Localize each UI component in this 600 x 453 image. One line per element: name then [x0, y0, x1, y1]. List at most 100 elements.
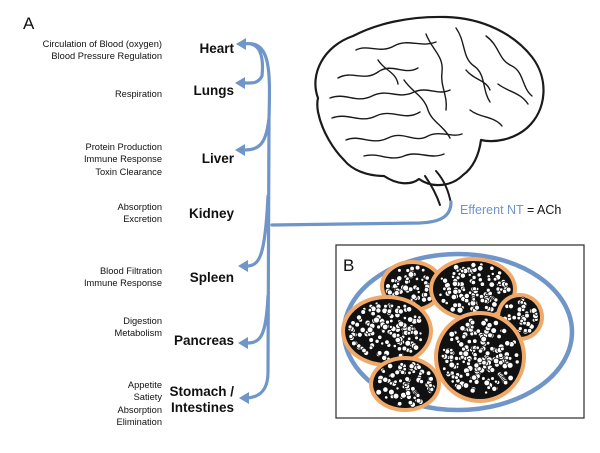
- function-label: Toxin Clearance: [95, 166, 162, 177]
- axon: [428, 383, 433, 388]
- axon: [513, 352, 520, 358]
- axon: [397, 308, 404, 315]
- axon: [534, 311, 539, 316]
- axon: [407, 271, 415, 278]
- axon: [469, 387, 476, 394]
- axon: [412, 344, 420, 351]
- axon: [442, 347, 447, 352]
- axon: [402, 284, 410, 292]
- axon: [348, 333, 354, 339]
- axon: [446, 289, 452, 295]
- axon: [442, 286, 447, 291]
- axon: [451, 280, 458, 287]
- function-label: Immune Response: [83, 154, 162, 165]
- axon: [420, 296, 427, 303]
- axon: [399, 362, 405, 367]
- axon: [516, 311, 522, 317]
- axon: [470, 261, 477, 268]
- axon: [472, 348, 477, 353]
- axon: [476, 357, 483, 364]
- organ-heart-label: Heart: [199, 41, 234, 56]
- axon: [471, 297, 476, 302]
- axon: [414, 264, 421, 271]
- heart-functions: Circulation of Blood (oxygen) Blood Pres…: [0, 38, 162, 63]
- axon: [472, 338, 478, 344]
- function-label: Metabolism: [114, 328, 162, 339]
- axon: [356, 331, 363, 338]
- axon: [464, 371, 471, 377]
- axon: [505, 286, 512, 293]
- axon: [488, 281, 495, 288]
- axon: [442, 277, 449, 284]
- organ-spleen-label: Spleen: [189, 270, 234, 285]
- pancreas-functions: Digestion Metabolism: [0, 315, 162, 340]
- axon: [458, 341, 465, 348]
- axon: [402, 303, 408, 309]
- axon: [396, 346, 402, 352]
- function-label: Appetite: [127, 380, 162, 390]
- axon: [502, 379, 509, 386]
- axon: [503, 370, 509, 376]
- axon: [454, 335, 460, 341]
- axon: [469, 319, 476, 326]
- axon: [459, 325, 466, 332]
- function-label: Digestion: [123, 316, 162, 326]
- axon: [468, 378, 473, 384]
- axon: [506, 361, 514, 369]
- axon: [384, 395, 389, 400]
- axon: [425, 370, 432, 376]
- axon: [450, 379, 455, 384]
- axon: [508, 303, 514, 310]
- axon: [452, 288, 459, 295]
- axon: [480, 335, 488, 343]
- axon: [471, 274, 477, 280]
- axon: [375, 388, 383, 396]
- axon: [490, 327, 498, 334]
- axon: [455, 362, 460, 367]
- axon: [397, 320, 405, 328]
- organ-kidney-label: Kidney: [188, 206, 234, 221]
- axon: [526, 328, 533, 334]
- axon: [498, 352, 504, 359]
- axon: [511, 314, 517, 321]
- axon: [507, 374, 514, 382]
- axon: [461, 334, 467, 340]
- axon: [421, 267, 426, 273]
- axon: [382, 376, 389, 383]
- axon: [460, 268, 465, 274]
- axon: [396, 275, 403, 282]
- axon: [423, 287, 430, 293]
- axon: [396, 282, 401, 287]
- axon: [487, 332, 493, 339]
- axon: [410, 293, 417, 300]
- axon: [389, 318, 394, 324]
- axon: [483, 379, 491, 387]
- axon: [407, 370, 412, 376]
- axon: [517, 326, 523, 332]
- axon: [415, 393, 421, 398]
- axon: [415, 286, 421, 291]
- axon: [390, 278, 396, 284]
- axon: [402, 315, 407, 321]
- axon: [481, 360, 487, 366]
- axon: [368, 337, 375, 343]
- brain-stem: [424, 170, 452, 206]
- axon: [407, 316, 414, 323]
- organ-pancreas-label: Pancreas: [173, 333, 234, 348]
- axon: [416, 290, 421, 295]
- axon: [489, 346, 495, 352]
- nerve-arrowheads: [235, 38, 249, 404]
- brain-illustration: [314, 15, 545, 206]
- axon: [475, 328, 481, 334]
- axon: [404, 339, 412, 347]
- axon: [393, 379, 398, 384]
- axon: [388, 381, 393, 386]
- axon: [418, 331, 423, 336]
- axon: [461, 287, 466, 292]
- liver-functions: Protein Production Immune Response Toxin…: [0, 141, 162, 178]
- axon: [521, 307, 526, 312]
- axon: [489, 265, 495, 271]
- function-label: Blood Pressure Regulation: [51, 51, 162, 62]
- axon: [418, 371, 423, 376]
